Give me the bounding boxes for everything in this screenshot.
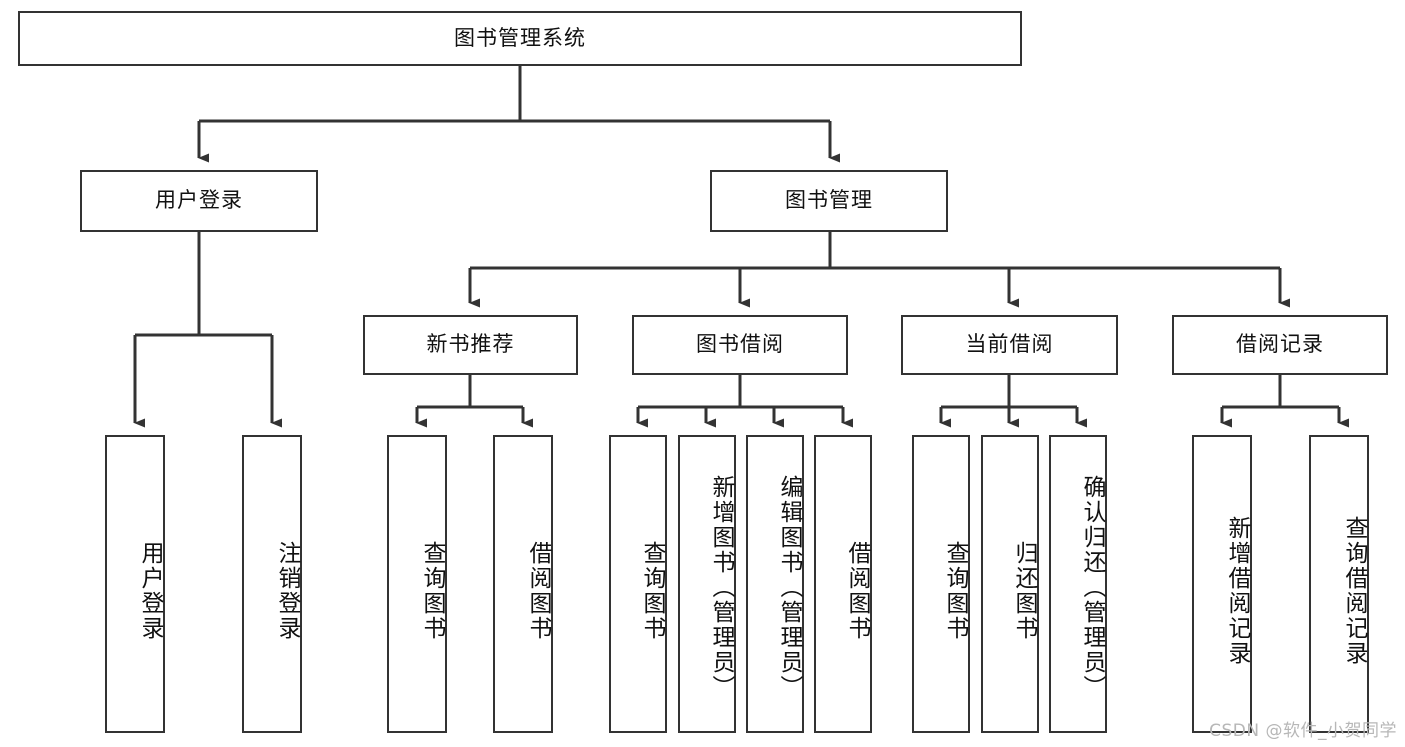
node-edit-book-label: 编辑图书（管理员） (776, 474, 802, 700)
node-confirm-return[interactable]: 确认归还（管理员） (1049, 435, 1107, 733)
node-confirm-return-label: 确认归还（管理员） (1079, 474, 1105, 700)
node-query-book-1-label: 查询图书 (419, 541, 445, 641)
node-current-borrow[interactable]: 当前借阅 (901, 315, 1118, 375)
node-borrow-book-1[interactable]: 借阅图书 (493, 435, 553, 733)
node-root-label: 图书管理系统 (454, 25, 586, 50)
node-query-book-3[interactable]: 查询图书 (912, 435, 970, 733)
node-root[interactable]: 图书管理系统 (18, 11, 1022, 66)
node-user-login[interactable]: 用户登录 (80, 170, 318, 232)
node-add-borrow-record-label: 新增借阅记录 (1224, 516, 1250, 666)
node-book-management[interactable]: 图书管理 (710, 170, 948, 232)
node-return-book-label: 归还图书 (1011, 541, 1037, 641)
node-borrow-record-label: 借阅记录 (1236, 332, 1324, 357)
node-do-user-login[interactable]: 用户登录 (105, 435, 165, 733)
node-new-book-recommend-label: 新书推荐 (426, 332, 515, 357)
node-user-login-label: 用户登录 (155, 188, 243, 213)
node-add-book[interactable]: 新增图书（管理员） (678, 435, 736, 733)
node-query-book-2[interactable]: 查询图书 (609, 435, 667, 733)
node-borrow-book-1-label: 借阅图书 (525, 541, 551, 641)
node-query-book-1[interactable]: 查询图书 (387, 435, 447, 733)
node-query-borrow-record[interactable]: 查询借阅记录 (1309, 435, 1369, 733)
node-return-book[interactable]: 归还图书 (981, 435, 1039, 733)
node-add-borrow-record[interactable]: 新增借阅记录 (1192, 435, 1252, 733)
node-borrow-book-2-label: 借阅图书 (844, 541, 870, 641)
node-user-logout[interactable]: 注销登录 (242, 435, 302, 733)
node-book-borrow-label: 图书借阅 (696, 332, 784, 357)
node-borrow-book-2[interactable]: 借阅图书 (814, 435, 872, 733)
node-new-book-recommend[interactable]: 新书推荐 (363, 315, 578, 375)
node-query-book-3-label: 查询图书 (942, 541, 968, 641)
node-user-logout-label: 注销登录 (274, 541, 300, 641)
node-borrow-record[interactable]: 借阅记录 (1172, 315, 1388, 375)
node-book-management-label: 图书管理 (785, 188, 873, 213)
node-query-borrow-record-label: 查询借阅记录 (1341, 516, 1367, 666)
node-book-borrow[interactable]: 图书借阅 (632, 315, 848, 375)
node-add-book-label: 新增图书（管理员） (708, 474, 734, 700)
node-do-user-login-label: 用户登录 (137, 541, 163, 641)
node-query-book-2-label: 查询图书 (639, 541, 665, 641)
node-current-borrow-label: 当前借阅 (965, 332, 1054, 357)
node-edit-book[interactable]: 编辑图书（管理员） (746, 435, 804, 733)
